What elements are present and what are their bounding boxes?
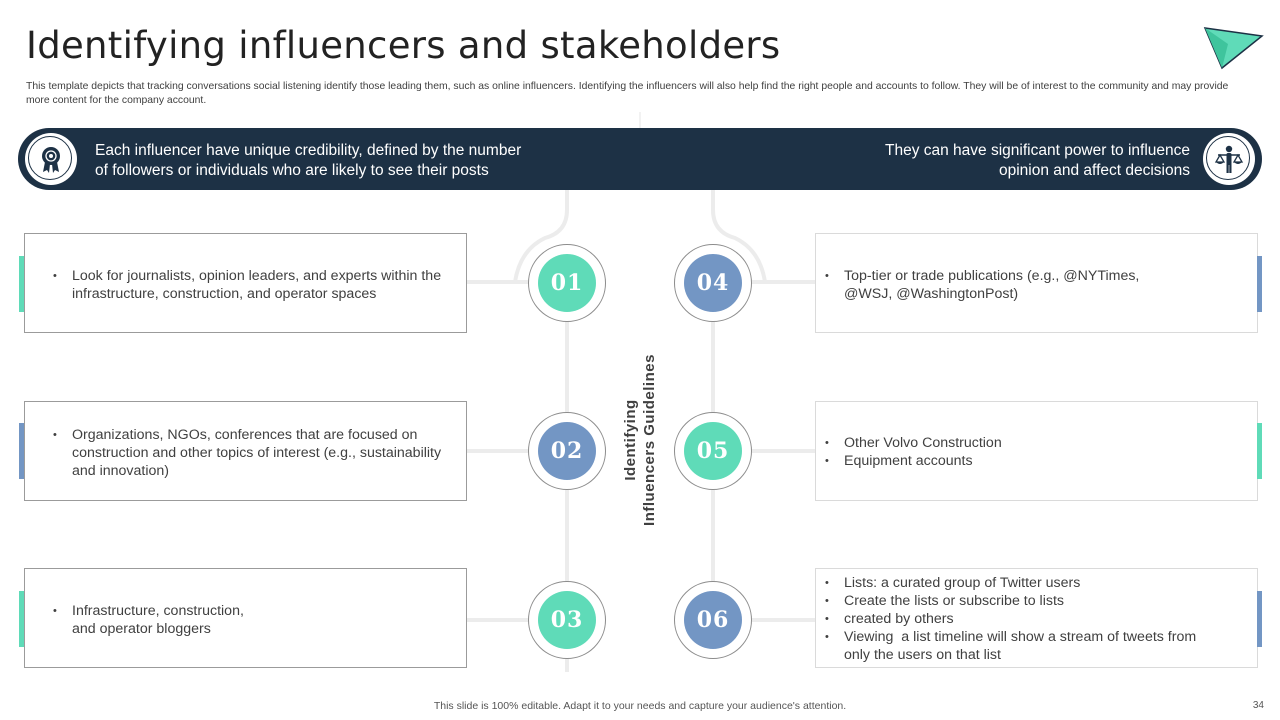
list-item: Lists: a curated group of Twitter users <box>825 574 1237 592</box>
person-balance-icon <box>1214 145 1244 173</box>
guideline-card-02: Organizations, NGOs, conferences that ar… <box>24 401 467 501</box>
step-number-04: 04 <box>674 244 752 322</box>
guideline-card-05: Other Volvo Construction Equipment accou… <box>815 401 1258 501</box>
card-accent-02 <box>19 423 24 479</box>
center-label: Identifying Influencers Guidelines <box>622 354 658 526</box>
step-number-06: 06 <box>674 581 752 659</box>
award-ribbon-icon-holder <box>25 133 77 185</box>
person-balance-icon-holder <box>1203 133 1255 185</box>
list-item: created by others <box>825 610 1237 628</box>
card-accent-01 <box>19 256 24 312</box>
step-number-02: 02 <box>528 412 606 490</box>
step-number-01: 01 <box>528 244 606 322</box>
list-item: Top-tier or trade publications (e.g., @N… <box>825 267 1237 303</box>
list-item: Viewing a list timeline will show a stre… <box>825 628 1237 664</box>
list-item: Create the lists or subscribe to lists <box>825 592 1237 610</box>
list-item: Infrastructure, construction,and operato… <box>53 602 446 638</box>
list-item: Other Volvo Construction <box>825 434 1237 452</box>
list-item: Organizations, NGOs, conferences that ar… <box>53 426 446 480</box>
card-accent-06 <box>1257 591 1262 647</box>
list-item: Look for journalists, opinion leaders, a… <box>53 267 446 303</box>
step-number-05: 05 <box>674 412 752 490</box>
step-number-03: 03 <box>528 581 606 659</box>
page-title: Identifying influencers and stakeholders <box>26 24 781 67</box>
footer-note: This slide is 100% editable. Adapt it to… <box>433 700 847 712</box>
card-accent-04 <box>1257 256 1262 312</box>
guideline-card-04: Top-tier or trade publications (e.g., @N… <box>815 233 1258 333</box>
banner-right-text: They can have significant power to influ… <box>884 142 1190 179</box>
page-number: 34 <box>1252 700 1264 711</box>
logo-icon <box>1203 27 1264 70</box>
list-item: Equipment accounts <box>825 452 1237 470</box>
header-banner: Each influencer have unique credibility,… <box>18 128 1262 190</box>
guideline-card-03: Infrastructure, construction,and operato… <box>24 568 467 668</box>
guideline-card-06: Lists: a curated group of Twitter users … <box>815 568 1258 668</box>
card-accent-05 <box>1257 423 1262 479</box>
banner-left-text: Each influencer have unique credibility,… <box>95 142 522 179</box>
page-subtitle: This template depicts that tracking conv… <box>26 81 1229 106</box>
award-ribbon-icon <box>42 147 60 173</box>
card-accent-03 <box>19 591 24 647</box>
guideline-card-01: Look for journalists, opinion leaders, a… <box>24 233 467 333</box>
